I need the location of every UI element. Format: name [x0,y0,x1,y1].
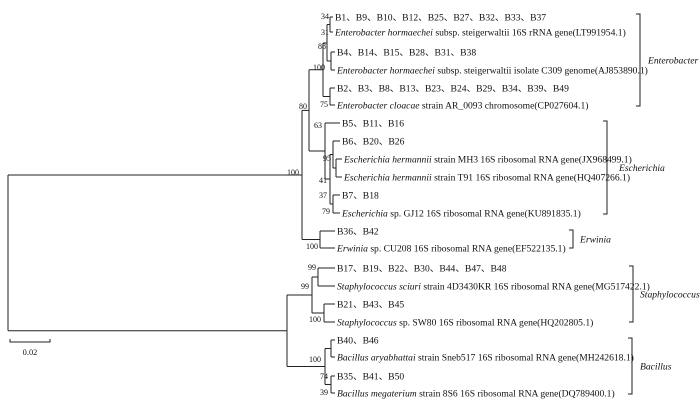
leaf-label-text: strain AR_0093 chromosome(CP027604.1) [420,101,589,112]
leaf-label-text: B4、B14、B15、B28、B31、B38 [337,48,476,59]
leaf-label-text: strain Sneb517 16S ribosomal RNA gene(MH… [416,353,634,364]
leaf-label: B7、B18 [342,191,379,202]
clade-label: Enterobacter [647,56,699,67]
bootstrap-value: 88 [318,42,326,51]
leaf-label-text: B40、B46 [337,336,379,347]
leaf-label: Enterobacter hormaechei subsp. steigerwa… [334,28,626,39]
bootstrap-value: 31 [321,28,329,37]
bootstrap-value: 99 [301,282,309,291]
leaf-label-text: B6、B20、B26 [342,137,405,148]
clade-bracket [629,265,634,323]
leaf-label: B35、B41、B50 [337,372,404,383]
leaf-label-text: B7、B18 [342,191,379,202]
leaf-label-text: B2、B3、B8、B13、B23、B24、B29、B34、B39、B49 [337,84,569,95]
species-name: Enterobacter hormaechei [334,28,433,39]
leaf-label: Bacillus megaterium strain 8S6 16S ribos… [337,389,615,400]
leaf-label: Escherichia hermannii strain MH3 16S rib… [343,155,632,166]
leaf-label: Escherichia hermannii strain T91 16S rib… [343,173,630,184]
leaf-label-text: strain 4D3430KR 16S ribosomal RNA gene(M… [421,282,650,293]
leaf-label-text: strain MH3 16S ribosomal RNA gene(JX9684… [432,155,632,166]
leaf-label: B2、B3、B8、B13、B23、B24、B29、B34、B39、B49 [337,84,569,95]
scale-label: 0.02 [23,348,38,357]
bootstrap-value: 100 [313,63,325,72]
bootstrap-value: 80 [299,102,307,111]
bootstrap-value: 100 [309,315,321,324]
bootstrap-value: 79 [322,207,330,216]
leaf-label: B5、B11、B16 [342,119,404,130]
scale-bar [9,339,51,343]
leaf-label-text: B5、B11、B16 [342,119,404,130]
leaf-label: Staphylococcus sp. SW80 16S ribosomal RN… [337,318,593,329]
bootstrap-value: 99 [308,263,316,272]
species-name: Enterobacter cloacae [336,101,420,112]
leaf-label: Bacillus aryabhattai strain Sneb517 16S … [337,353,634,364]
bootstrap-value: 95 [323,154,331,163]
clade-label: Escherichia [618,163,665,174]
leaf-label: Enterobacter hormaechei subsp. steigerwa… [336,66,648,77]
clade-bracket [636,13,641,107]
leaf-label: B40、B46 [337,336,379,347]
bootstrap-value: 39 [320,388,328,397]
bootstrap-value: 100 [306,242,318,251]
clade-label: Bacillus [640,362,672,373]
bootstrap-value: 34 [321,12,329,21]
species-name: Enterobacter hormaechei [336,66,435,77]
leaf-label-text: sp. SW80 16S ribosomal RNA gene(HQ202805… [397,318,594,329]
leaf-label-text: sp. GJ12 16S ribosomal RNA gene(KU891835… [388,209,581,220]
clade-bracket [628,337,633,395]
species-name: Staphylococcus sciuri [337,282,421,293]
leaf-label-text: strain T91 16S ribosomal RNA gene(HQ4072… [432,173,630,184]
species-name: Bacillus aryabhattai [337,353,416,364]
leaf-label: B36、B42 [337,227,379,238]
leaf-label: B6、B20、B26 [342,137,405,148]
species-name: Escherichia hermannii [343,155,432,166]
bootstrap-value: 37 [319,191,327,200]
species-name: Bacillus megaterium [337,389,417,400]
bootstrap-value: 75 [320,100,328,109]
leaf-label: B17、B19、B22、B30、B44、B47、B48 [337,264,507,275]
leaf-label: Escherichia sp. GJ12 16S ribosomal RNA g… [341,209,581,220]
leaf-label: Enterobacter cloacae strain AR_0093 chro… [336,101,588,112]
leaf-label-text: sp. CU208 16S ribosomal RNA gene(EF52213… [368,244,566,255]
leaf-label: B4、B14、B15、B28、B31、B38 [337,48,476,59]
leaf-label-text: B1、B9、B10、B12、B25、B27、B32、B33、B37 [335,13,546,24]
bootstrap-value: 63 [314,121,322,130]
leaf-label-text: B21、B43、B45 [337,300,404,311]
leaf-label-text: subsp. steigerwaltii 16S rRNA gene(LT991… [433,28,626,39]
leaf-label: Erwinia sp. CU208 16S ribosomal RNA gene… [336,244,566,255]
bootstrap-value: 74 [320,372,328,381]
leaf-label: Staphylococcus sciuri strain 4D3430KR 16… [337,282,650,293]
bootstrap-value: 100 [287,168,299,177]
bootstrap-value: 100 [309,355,321,364]
clade-bracket [569,229,574,249]
clade-label: Staphylococcus [640,290,700,301]
species-name: Escherichia [341,209,388,220]
leaf-label: B1、B9、B10、B12、B25、B27、B32、B33、B37 [335,13,546,24]
species-name: Staphylococcus [337,318,397,329]
leaf-label-text: B17、B19、B22、B30、B44、B47、B48 [337,264,507,275]
clade-label: Erwinia [579,235,611,246]
clade-bracket [603,120,608,215]
leaf-label-text: strain 8S6 16S ribosomal RNA gene(DQ7894… [417,389,615,400]
leaf-label-text: B36、B42 [337,227,379,238]
leaf-label-text: subsp. steigerwaltii isolate C309 genome… [435,66,648,77]
species-name: Escherichia hermannii [343,173,432,184]
species-name: Erwinia [336,244,368,255]
bootstrap-value: 41 [319,176,327,185]
leaf-label-text: B35、B41、B50 [337,372,404,383]
leaf-label: B21、B43、B45 [337,300,404,311]
